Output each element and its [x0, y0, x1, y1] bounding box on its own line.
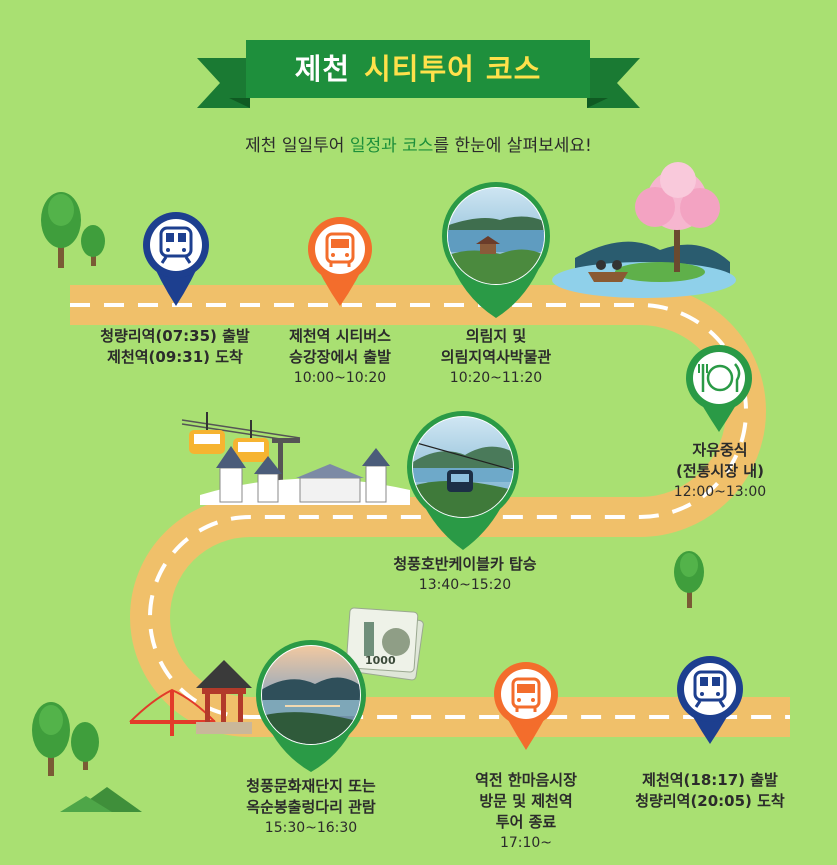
lake-photo: [448, 188, 544, 284]
stop-time: 13:40~15:20: [418, 577, 512, 593]
stop-label-market: 역전 한마음시장 방문 및 제천역 투어 종료 17:10~: [456, 770, 596, 854]
page-title: 제천 시티투어 코스: [246, 46, 590, 88]
subtitle-part: 를 한눈에 살펴보세요!: [433, 136, 592, 156]
cherry-island-illustration: [552, 162, 736, 298]
stop-label-cultural-complex: 청풍문화재단지 또는 옥순봉출렁다리 관람 15:30~16:30: [221, 776, 401, 839]
stop-time: 10:20~11:20: [449, 370, 543, 386]
stop-name: 청량리역(20:05) 도착: [635, 792, 785, 810]
stop-name: 투어 종료: [495, 813, 557, 831]
pin-market[interactable]: [494, 662, 558, 750]
cablecar-castle-illustration: [181, 412, 410, 505]
stop-label-cablecar: 청풍호반케이블카 탑승 13:40~15:20: [370, 554, 560, 596]
stop-name: 제천역(09:31) 도착: [107, 348, 243, 366]
stop-name: 승강장에서 출발: [289, 348, 391, 366]
stop-name: (전통시장 내): [676, 462, 764, 480]
bridge-pavilion-illustration: [129, 660, 252, 736]
pin-departure[interactable]: [143, 212, 209, 306]
cablecar-photo: [413, 417, 513, 517]
stop-label-uirimji: 의림지 및 의림지역사박물관 10:20~11:20: [416, 326, 576, 389]
hill: [60, 787, 142, 812]
stop-name: 제천역 시티버스: [289, 327, 391, 345]
bus-icon: [325, 232, 355, 267]
subtitle-part: 제천 일일투어: [245, 136, 350, 156]
stop-label-return: 제천역(18:17) 출발 청량리역(20:05) 도착: [610, 770, 810, 812]
stop-name: 옥순봉출렁다리 관람: [246, 798, 376, 816]
tree: [81, 225, 105, 266]
stop-label-lunch: 자유중식 (전통시장 내) 12:00~13:00: [650, 440, 790, 503]
title-city: 제천: [294, 52, 351, 86]
stop-name: 청량리역(07:35) 출발: [100, 327, 250, 345]
photo-marker-bridge[interactable]: [256, 640, 366, 772]
page-subtitle: 제천 일일투어 일정과 코스를 한눈에 살펴보세요!: [0, 131, 837, 156]
stop-name: 방문 및 제천역: [479, 792, 573, 810]
tree: [32, 702, 70, 776]
stop-time: 12:00~13:00: [673, 484, 767, 500]
stop-name: 제천역(18:17) 출발: [642, 771, 778, 789]
tree: [674, 551, 704, 608]
stop-name: 의림지 및: [465, 327, 527, 345]
bus-icon: [511, 677, 541, 712]
stop-time: 10:00~10:20: [293, 370, 387, 386]
train-icon: [159, 226, 193, 264]
stop-time: 15:30~16:30: [264, 820, 358, 836]
title-course: 시티투어 코스: [364, 52, 542, 86]
stop-name: 역전 한마음시장: [475, 771, 577, 789]
sunset-photo: [262, 646, 360, 744]
banknote-value: 1000: [365, 654, 396, 667]
title-banner: [197, 40, 640, 108]
photo-marker-cablecar[interactable]: [407, 411, 519, 550]
pin-bus-stop[interactable]: [308, 217, 372, 306]
pin-return[interactable]: [677, 656, 743, 744]
pin-lunch[interactable]: [686, 345, 752, 432]
stop-name: 의림지역사박물관: [440, 348, 552, 366]
stop-name: 청풍호반케이블카 탑승: [393, 555, 537, 573]
stop-time: 17:10~: [499, 835, 553, 851]
tree: [71, 722, 99, 770]
train-icon: [693, 670, 727, 708]
utensils-icon: [698, 363, 741, 392]
stop-label-bus-stop: 제천역 시티버스 승강장에서 출발 10:00~10:20: [260, 326, 420, 389]
stop-name: 청풍문화재단지 또는: [246, 777, 376, 795]
banknote-illustration: 1000: [345, 607, 424, 681]
photo-marker-uirimji[interactable]: [442, 182, 550, 318]
stop-label-departure: 청량리역(07:35) 출발 제천역(09:31) 도착: [80, 326, 270, 368]
subtitle-highlight: 일정과 코스: [349, 136, 434, 156]
tree: [41, 192, 81, 268]
stop-name: 자유중식: [692, 441, 748, 459]
